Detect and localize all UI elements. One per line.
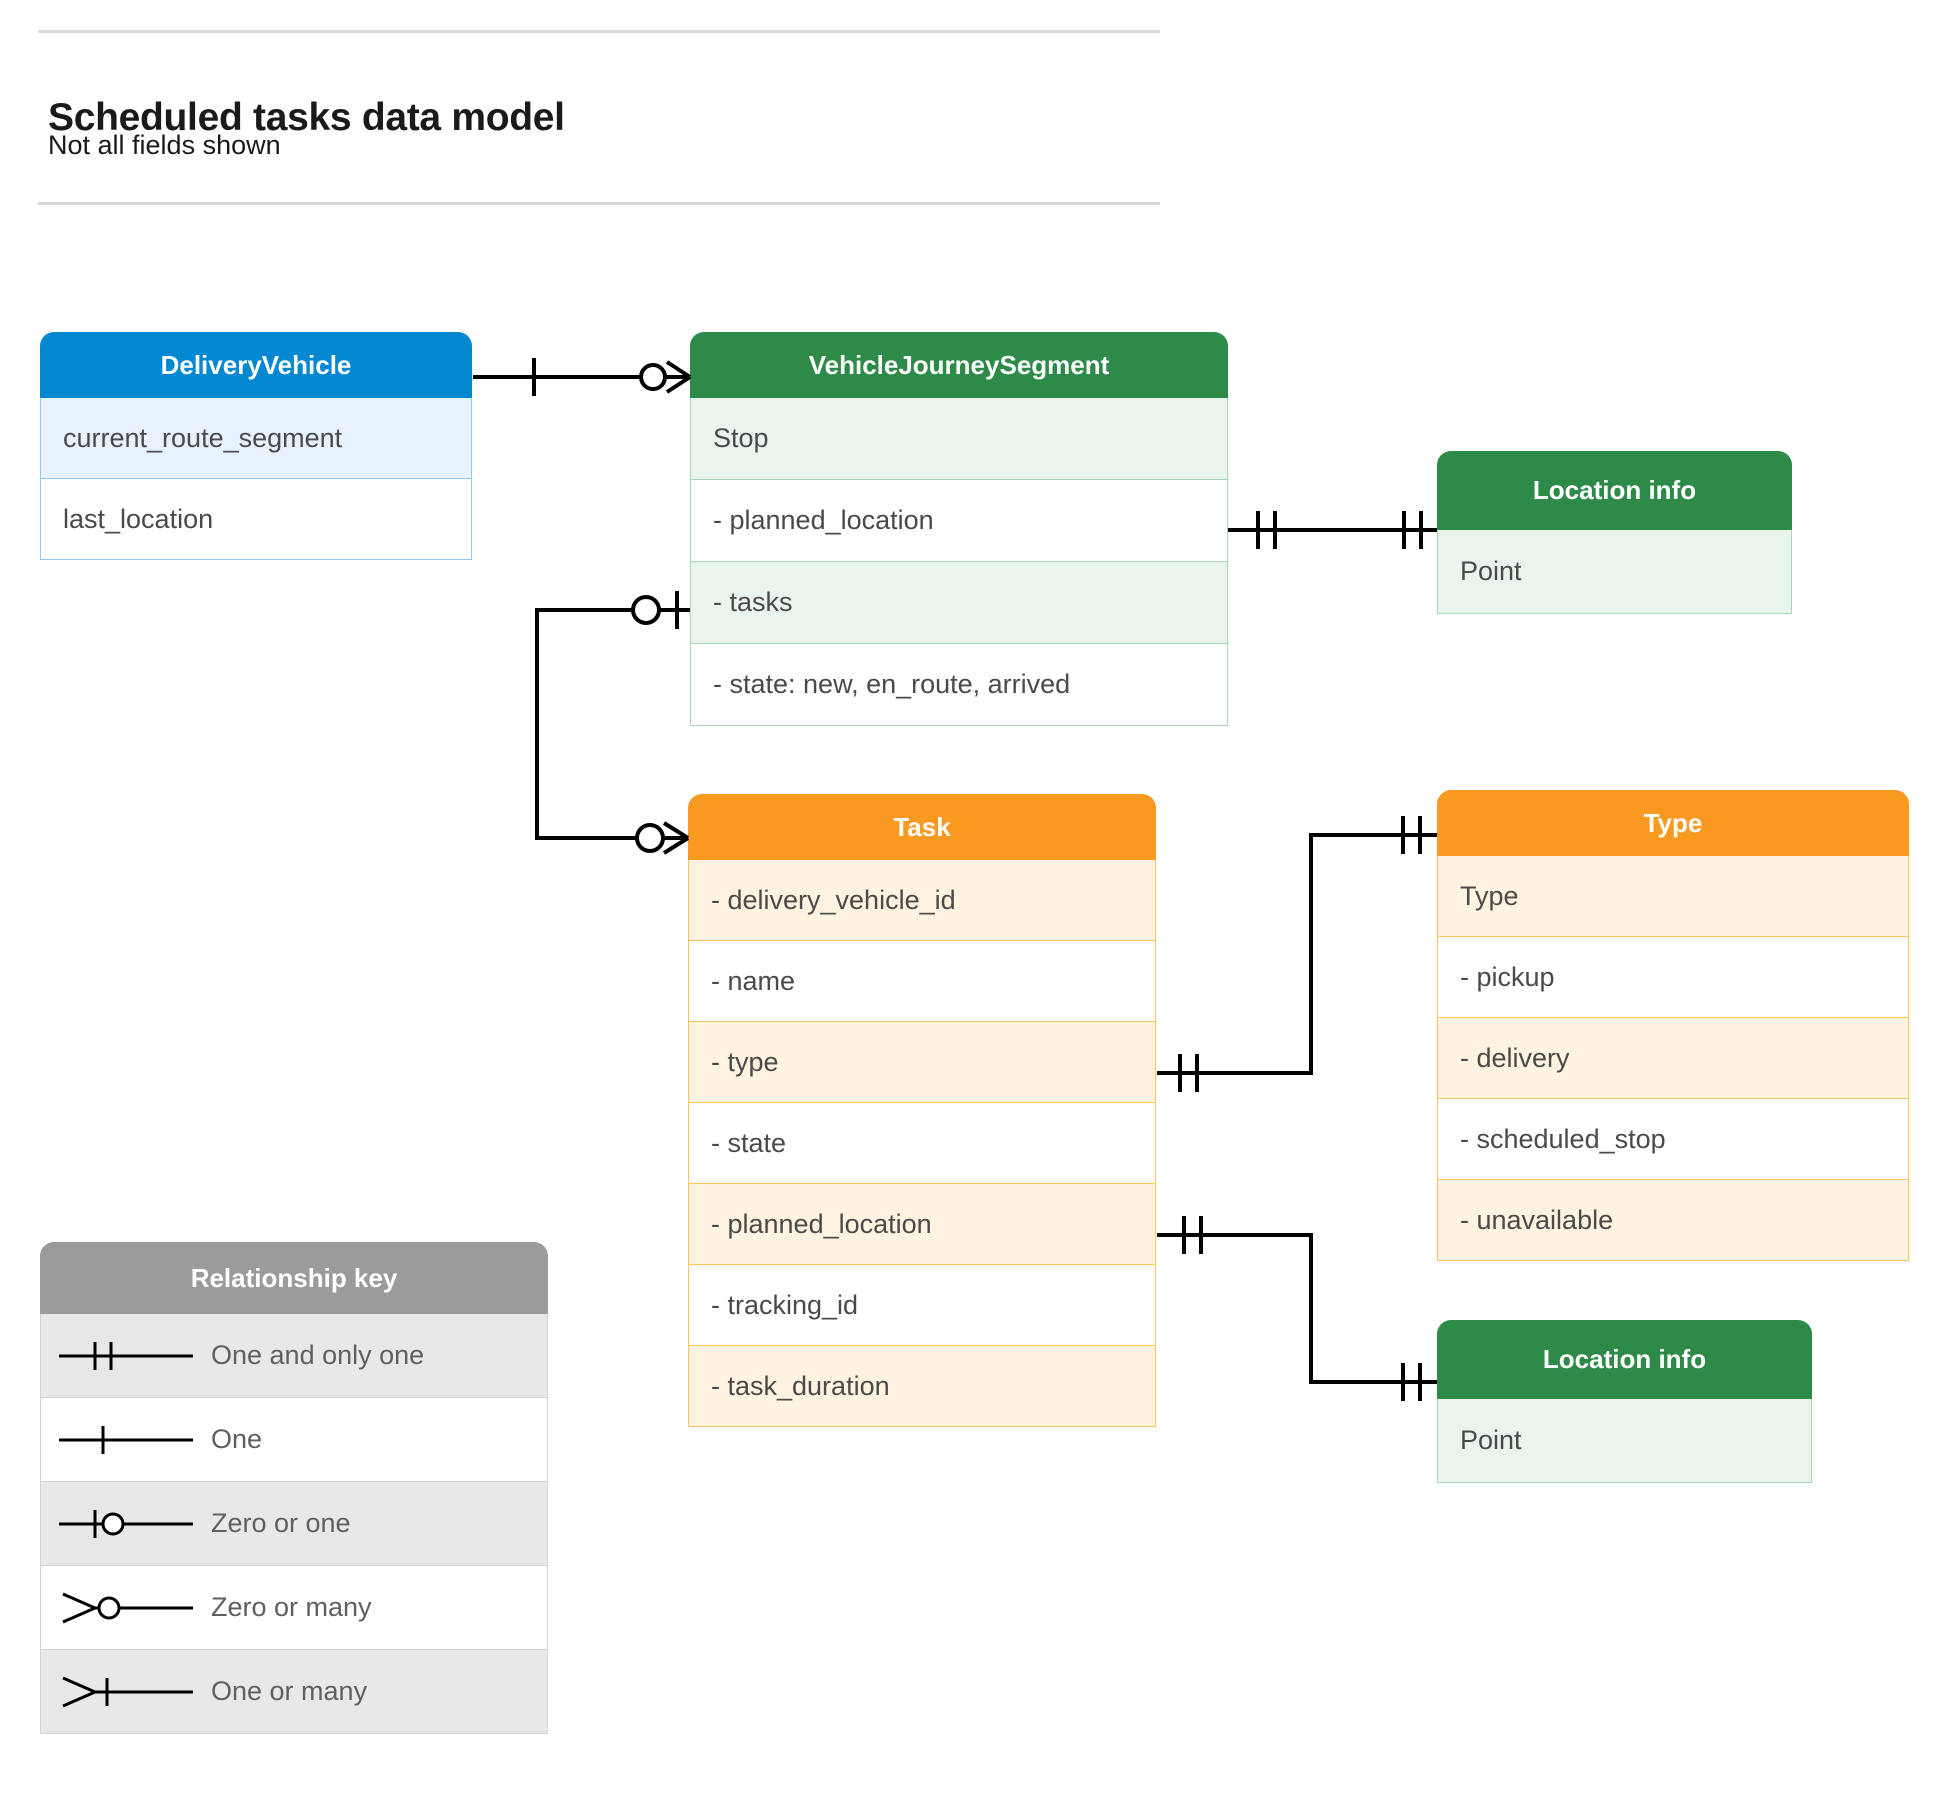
field-state[interactable]: - state: new, en_route, arrived [690, 644, 1228, 726]
page-title: Scheduled tasks data model [48, 96, 565, 140]
field-point-top[interactable]: Point [1437, 530, 1792, 614]
zero-or-one-icon [41, 1482, 211, 1565]
legend-label: One or many [211, 1676, 368, 1706]
page-subtitle: Not all fields shown [48, 130, 281, 160]
legend-item-one-or-many[interactable]: One or many [40, 1650, 548, 1734]
one-icon [41, 1398, 211, 1481]
field-name[interactable]: - name [688, 941, 1156, 1022]
one-and-only-one-icon [41, 1314, 211, 1397]
entity-task[interactable]: Task - delivery_vehicle_id - name - type… [688, 794, 1156, 1427]
entity-vehicle-journey-segment[interactable]: VehicleJourneySegment Stop - planned_loc… [690, 332, 1228, 726]
connector-vjs-plannedlocation-locationinfo [1228, 511, 1437, 549]
zero-or-many-icon [41, 1566, 211, 1649]
field-point-bottom[interactable]: Point [1437, 1399, 1812, 1483]
field-type-delivery[interactable]: - delivery [1437, 1018, 1909, 1099]
field-delivery-vehicle-id[interactable]: - delivery_vehicle_id [688, 860, 1156, 941]
field-type-label[interactable]: Type [1437, 856, 1909, 937]
connector-vjs-tasks-task [535, 591, 690, 855]
legend-label: Zero or many [211, 1592, 372, 1622]
entity-header-type: Type [1437, 790, 1909, 856]
legend-item-zero-or-many[interactable]: Zero or many [40, 1566, 548, 1650]
field-type[interactable]: - type [688, 1022, 1156, 1103]
field-task-duration[interactable]: - task_duration [688, 1346, 1156, 1427]
field-tracking-id[interactable]: - tracking_id [688, 1265, 1156, 1346]
legend-header: Relationship key [40, 1242, 548, 1314]
legend-label: One [211, 1424, 263, 1454]
field-planned-location[interactable]: - planned_location [690, 480, 1228, 562]
legend-label: Zero or one [211, 1508, 351, 1538]
legend-label: One and only one [211, 1340, 425, 1370]
entity-header-task: Task [688, 794, 1156, 860]
field-type-scheduled-stop[interactable]: - scheduled_stop [1437, 1099, 1909, 1180]
field-last-location[interactable]: last_location [40, 479, 472, 560]
title-divider-bottom [38, 202, 1160, 205]
field-state-task[interactable]: - state [688, 1103, 1156, 1184]
connector-task-type-type [1157, 816, 1437, 1092]
entity-type[interactable]: Type Type - pickup - delivery - schedule… [1437, 790, 1909, 1261]
field-type-pickup[interactable]: - pickup [1437, 937, 1909, 1018]
title-divider-top [38, 30, 1160, 33]
legend-item-one-and-only-one[interactable]: One and only one [40, 1314, 548, 1398]
field-planned-location-task[interactable]: - planned_location [688, 1184, 1156, 1265]
field-stop[interactable]: Stop [690, 398, 1228, 480]
legend-item-one[interactable]: One [40, 1398, 548, 1482]
field-type-unavailable[interactable]: - unavailable [1437, 1180, 1909, 1261]
connector-task-plannedlocation-locationinfo [1157, 1216, 1437, 1401]
entity-header-vehicle-journey-segment: VehicleJourneySegment [690, 332, 1228, 398]
entity-header-location-info-top: Location info [1437, 451, 1792, 530]
entity-location-info-top[interactable]: Location info Point [1437, 451, 1792, 614]
entity-header-delivery-vehicle: DeliveryVehicle [40, 332, 472, 398]
entity-header-location-info-bottom: Location info [1437, 1320, 1812, 1399]
legend-item-zero-or-one[interactable]: Zero or one [40, 1482, 548, 1566]
field-current-route-segment[interactable]: current_route_segment [40, 398, 472, 479]
field-tasks[interactable]: - tasks [690, 562, 1228, 644]
one-or-many-icon [41, 1650, 211, 1733]
entity-location-info-bottom[interactable]: Location info Point [1437, 1320, 1812, 1483]
legend-relationship-key[interactable]: Relationship key One and only one One [40, 1242, 548, 1734]
entity-delivery-vehicle[interactable]: DeliveryVehicle current_route_segment la… [40, 332, 472, 560]
connector-deliveryvehicle-vehiclejourneysegment [473, 358, 692, 396]
